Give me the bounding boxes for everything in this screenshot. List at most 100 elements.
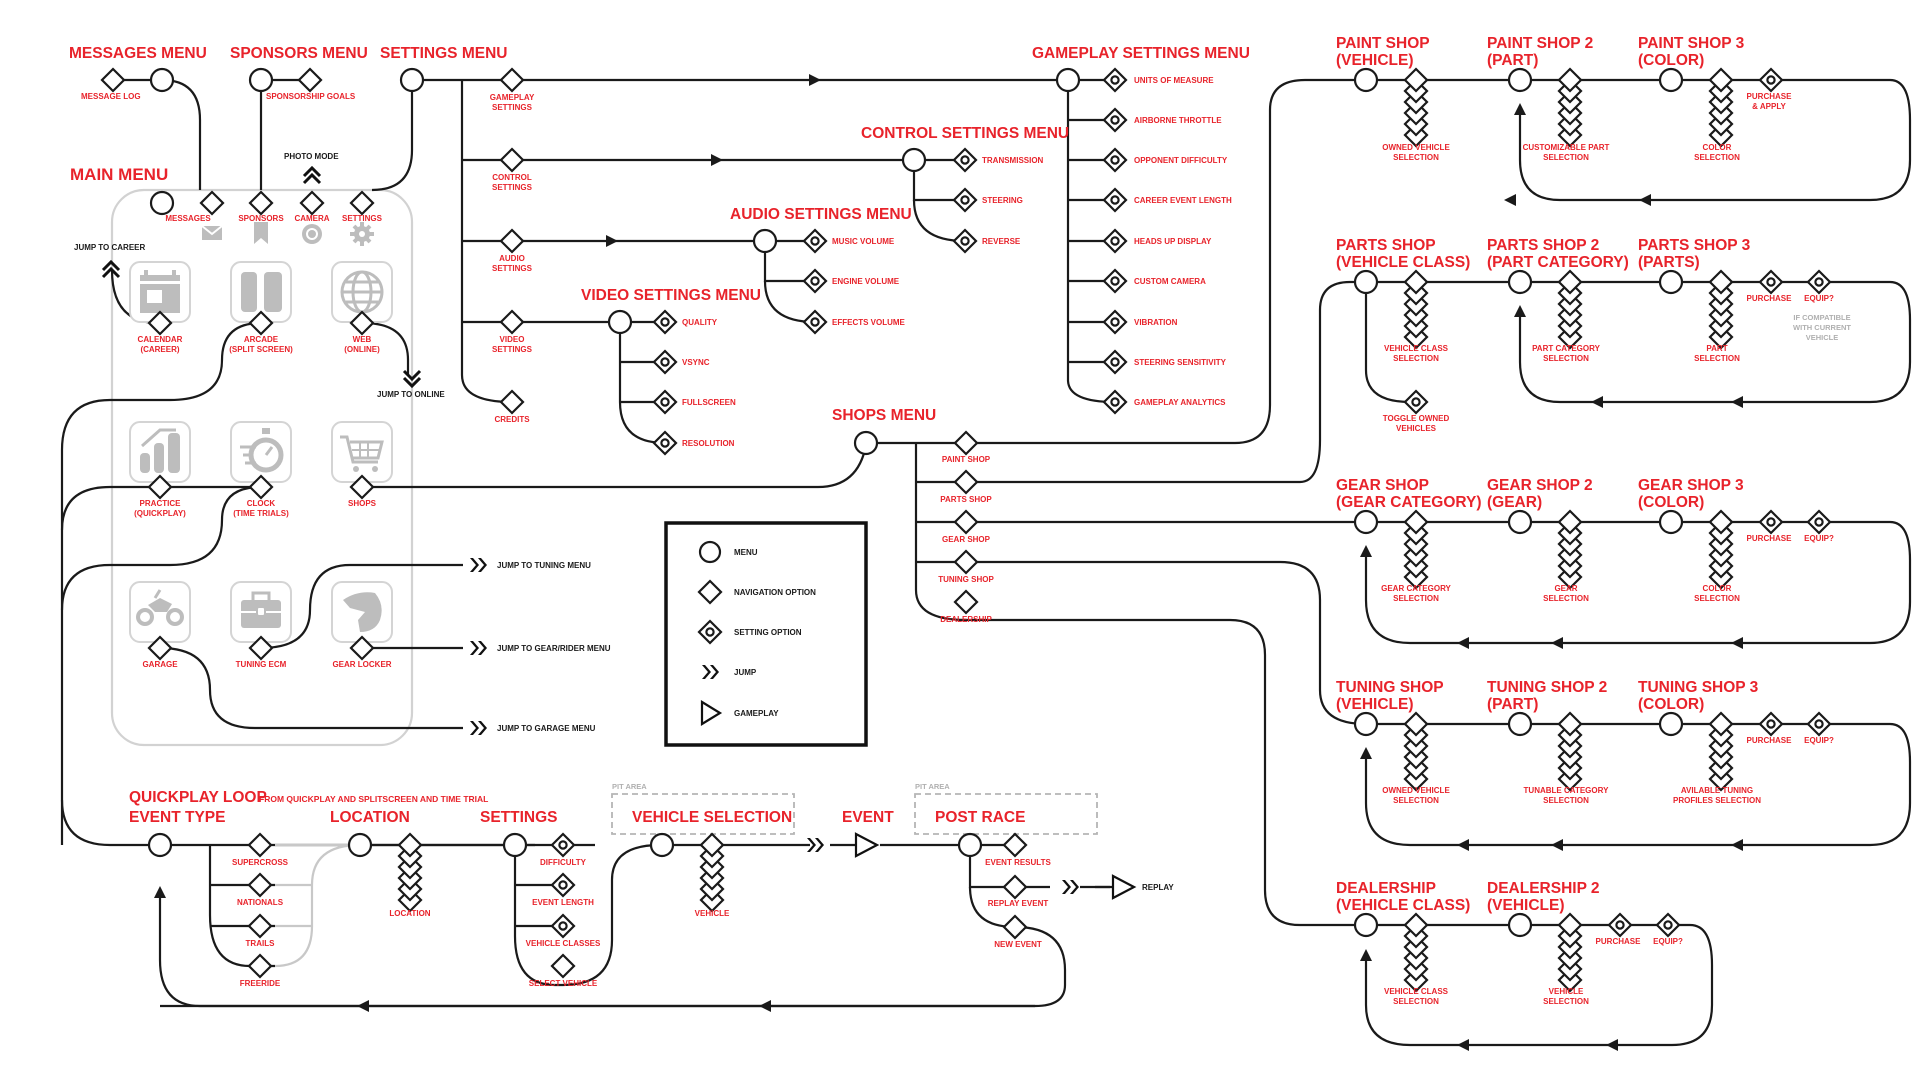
setting-option[interactable] bbox=[802, 268, 828, 294]
video-settings-option[interactable] bbox=[499, 309, 525, 335]
messages-option[interactable] bbox=[199, 190, 225, 216]
tile-clock[interactable] bbox=[230, 421, 292, 483]
tile-practice[interactable] bbox=[129, 421, 191, 483]
video-settings-menu-node[interactable] bbox=[607, 309, 633, 335]
post-race-label: NEW EVENT bbox=[994, 940, 1042, 949]
quickplay-settings-menu-node[interactable] bbox=[502, 832, 528, 858]
setting-option[interactable] bbox=[952, 147, 978, 173]
list-label: OWNED VEHICLE bbox=[1382, 143, 1450, 152]
sponsors-option[interactable] bbox=[248, 190, 274, 216]
list-label: SELECTION bbox=[1393, 354, 1439, 363]
qp-setting-label: DIFFICULTY bbox=[540, 858, 587, 867]
setting-option[interactable] bbox=[802, 228, 828, 254]
legend-label: MENU bbox=[734, 548, 758, 557]
setting-label: TRANSMISSION bbox=[982, 156, 1044, 165]
list-label: PROFILES SELECTION bbox=[1673, 796, 1761, 805]
setting-option[interactable] bbox=[802, 309, 828, 335]
shop-menu-title: PAINT SHOP 2 bbox=[1487, 35, 1593, 52]
control-settings-option[interactable] bbox=[499, 147, 525, 173]
quickplay-settings-title: SETTINGS bbox=[480, 809, 558, 826]
audio-settings-menu-node[interactable] bbox=[752, 228, 778, 254]
tile-tuning-ecm[interactable] bbox=[230, 581, 292, 643]
replay-label: REPLAY bbox=[1142, 883, 1174, 892]
dealership-option[interactable] bbox=[953, 589, 979, 615]
settings-option-label: SETTINGS bbox=[492, 183, 533, 192]
tile-gear-locker[interactable] bbox=[331, 581, 393, 643]
sponsorship-goals-option[interactable] bbox=[297, 67, 323, 93]
location-menu-node[interactable] bbox=[347, 832, 373, 858]
action-label: EQUIP? bbox=[1804, 736, 1834, 745]
camera-icon bbox=[302, 224, 322, 244]
setting-option[interactable] bbox=[652, 430, 678, 456]
compat-note: IF COMPATIBLE bbox=[1793, 313, 1850, 322]
sponsors-menu-node[interactable] bbox=[248, 67, 274, 93]
audio-settings-option[interactable] bbox=[499, 228, 525, 254]
legend-menu-icon bbox=[698, 540, 722, 564]
shop-menu-title: PARTS SHOP 2 bbox=[1487, 237, 1599, 254]
setting-label: RESOLUTION bbox=[682, 439, 735, 448]
shops-menu-node[interactable] bbox=[853, 430, 879, 456]
post-race-label: REPLAY EVENT bbox=[988, 899, 1049, 908]
control-settings-title: CONTROL SETTINGS MENU bbox=[861, 125, 1069, 142]
list-label: SELECTION bbox=[1393, 153, 1439, 162]
gear-shop-option[interactable] bbox=[953, 509, 979, 535]
message-log-option[interactable] bbox=[100, 67, 126, 93]
settings-menu-node[interactable] bbox=[399, 67, 425, 93]
vehicle-selection-title: VEHICLE SELECTION bbox=[632, 809, 792, 826]
list-label: COLOR bbox=[1703, 143, 1732, 152]
settings-option-label: GAMEPLAY bbox=[490, 93, 535, 102]
tuning-shop-option[interactable] bbox=[953, 549, 979, 575]
sponsorship-goals-label: SPONSORSHIP GOALS bbox=[266, 92, 356, 101]
message-log-label: MESSAGE LOG bbox=[81, 92, 141, 101]
shop-menu-title: (COLOR) bbox=[1638, 52, 1704, 69]
shop-menu-title: (GEAR CATEGORY) bbox=[1336, 494, 1482, 511]
tile-shops[interactable] bbox=[331, 421, 393, 483]
post-race-menu-node[interactable] bbox=[957, 832, 983, 858]
setting-option[interactable] bbox=[652, 349, 678, 375]
list-label: CUSTOMIZABLE PART bbox=[1523, 143, 1610, 152]
settings-option[interactable] bbox=[349, 190, 375, 216]
tile-garage[interactable] bbox=[129, 581, 191, 643]
tile-label: CALENDAR bbox=[138, 335, 183, 344]
event-gameplay-icon bbox=[854, 832, 880, 858]
gameplay-settings-option[interactable] bbox=[499, 67, 525, 93]
camera-option[interactable] bbox=[299, 190, 325, 216]
main-menu-node[interactable] bbox=[149, 190, 175, 216]
control-settings-menu-node[interactable] bbox=[901, 147, 927, 173]
setting-option[interactable] bbox=[652, 309, 678, 335]
settings-option-label: SETTINGS bbox=[492, 264, 533, 273]
shop-menu-title: DEALERSHIP bbox=[1336, 880, 1436, 897]
settings-option-label: SETTINGS bbox=[492, 103, 533, 112]
pit-area-label: PIT AREA bbox=[915, 782, 950, 791]
event-type-menu-node[interactable] bbox=[147, 832, 173, 858]
settings-label: SETTINGS bbox=[342, 214, 383, 223]
jump-career-label: JUMP TO CAREER bbox=[74, 243, 145, 252]
shop-menu-title: PAINT SHOP bbox=[1336, 35, 1430, 52]
shop-menu-title: (PARTS) bbox=[1638, 254, 1700, 271]
setting-option[interactable] bbox=[952, 228, 978, 254]
vehicle-selection-menu-node[interactable] bbox=[649, 832, 675, 858]
tile-label: WEB bbox=[353, 335, 372, 344]
setting-option[interactable] bbox=[952, 187, 978, 213]
credits-option[interactable] bbox=[499, 389, 525, 415]
tile-label: (TIME TRIALS) bbox=[233, 509, 289, 518]
setting-option[interactable] bbox=[652, 389, 678, 415]
shop-menu-title: DEALERSHIP 2 bbox=[1487, 880, 1600, 897]
list-label: GEAR bbox=[1554, 584, 1577, 593]
settings-option-label: VIDEO bbox=[500, 335, 525, 344]
list-label: SELECTION bbox=[1543, 796, 1589, 805]
parts-shop-option[interactable] bbox=[953, 469, 979, 495]
tile-arcade[interactable] bbox=[230, 261, 292, 323]
nodes bbox=[100, 67, 1832, 993]
compat-note: WITH CURRENT bbox=[1793, 323, 1851, 332]
shop-option-label: PAINT SHOP bbox=[942, 455, 991, 464]
shop-menu-title: TUNING SHOP bbox=[1336, 679, 1444, 696]
setting-label: OPPONENT DIFFICULTY bbox=[1134, 156, 1228, 165]
paint-shop-option[interactable] bbox=[953, 430, 979, 456]
shop-menu-title: GEAR SHOP 3 bbox=[1638, 477, 1744, 494]
video-settings-title: VIDEO SETTINGS MENU bbox=[581, 287, 761, 304]
messages-menu-node[interactable] bbox=[149, 67, 175, 93]
gameplay-settings-menu-node[interactable] bbox=[1055, 67, 1081, 93]
tile-label: (ONLINE) bbox=[344, 345, 380, 354]
